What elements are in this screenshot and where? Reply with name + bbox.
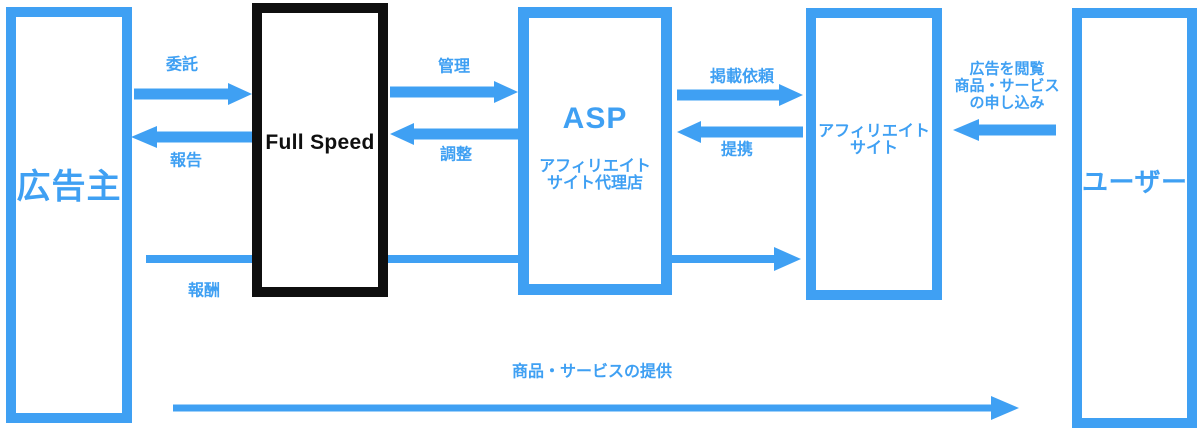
affiliate-site-label-line1: アフィリエイト — [818, 123, 930, 140]
asp-subtitle: アフィリエイト サイト代理店 — [539, 158, 651, 192]
edge-label-posting-request: 掲載依頼 — [709, 68, 775, 86]
edge-label-provide: 商品・サービスの提供 — [511, 363, 673, 381]
asp-subtitle-line1: アフィリエイト — [539, 157, 651, 175]
affiliate-site-label: アフィリエイト サイト — [818, 123, 930, 157]
arrow-posting-request-right-icon — [677, 84, 803, 106]
affiliate-site-label-line2: サイト — [849, 140, 898, 157]
asp-title: ASP — [562, 101, 628, 135]
node-advertiser: 広告主 — [6, 7, 132, 423]
edge-label-user-action-line2: 商品・サービス — [954, 77, 1060, 95]
node-affiliate-site: アフィリエイト サイト — [806, 8, 942, 300]
arrow-provide-right-icon — [173, 396, 1019, 420]
fullspeed-logo: Full Speed — [265, 131, 375, 154]
arrow-entrust-right-icon — [134, 83, 252, 105]
edge-label-user-action-line3: の申し込み — [969, 94, 1045, 112]
edge-label-adjust: 調整 — [439, 146, 473, 164]
arrow-user-action-left-icon — [953, 119, 1056, 141]
node-asp: ASP アフィリエイト サイト代理店 — [518, 7, 672, 295]
edge-label-manage: 管理 — [437, 58, 471, 76]
edge-label-entrust: 委託 — [165, 56, 199, 74]
asp-subtitle-line2: サイト代理店 — [546, 174, 643, 192]
node-fullspeed: Full Speed — [252, 3, 388, 297]
arrow-partnership-left-icon — [677, 121, 803, 143]
edge-label-report: 報告 — [169, 152, 203, 170]
edge-label-partnership: 提携 — [720, 141, 754, 159]
advertiser-label: 広告主 — [16, 168, 122, 206]
arrow-report-left-icon — [131, 126, 252, 148]
edge-label-user-action: 広告を閲覧 商品・サービス の申し込み — [954, 61, 1059, 112]
edge-label-reward: 報酬 — [187, 282, 221, 300]
arrow-adjust-left-icon — [390, 123, 518, 145]
arrow-manage-right-icon — [390, 81, 518, 103]
node-user: ユーザー — [1072, 8, 1197, 428]
edge-label-user-action-line1: 広告を閲覧 — [969, 60, 1045, 78]
user-label: ユーザー — [1082, 167, 1188, 197]
arrow-reward-right-icon — [146, 247, 801, 271]
